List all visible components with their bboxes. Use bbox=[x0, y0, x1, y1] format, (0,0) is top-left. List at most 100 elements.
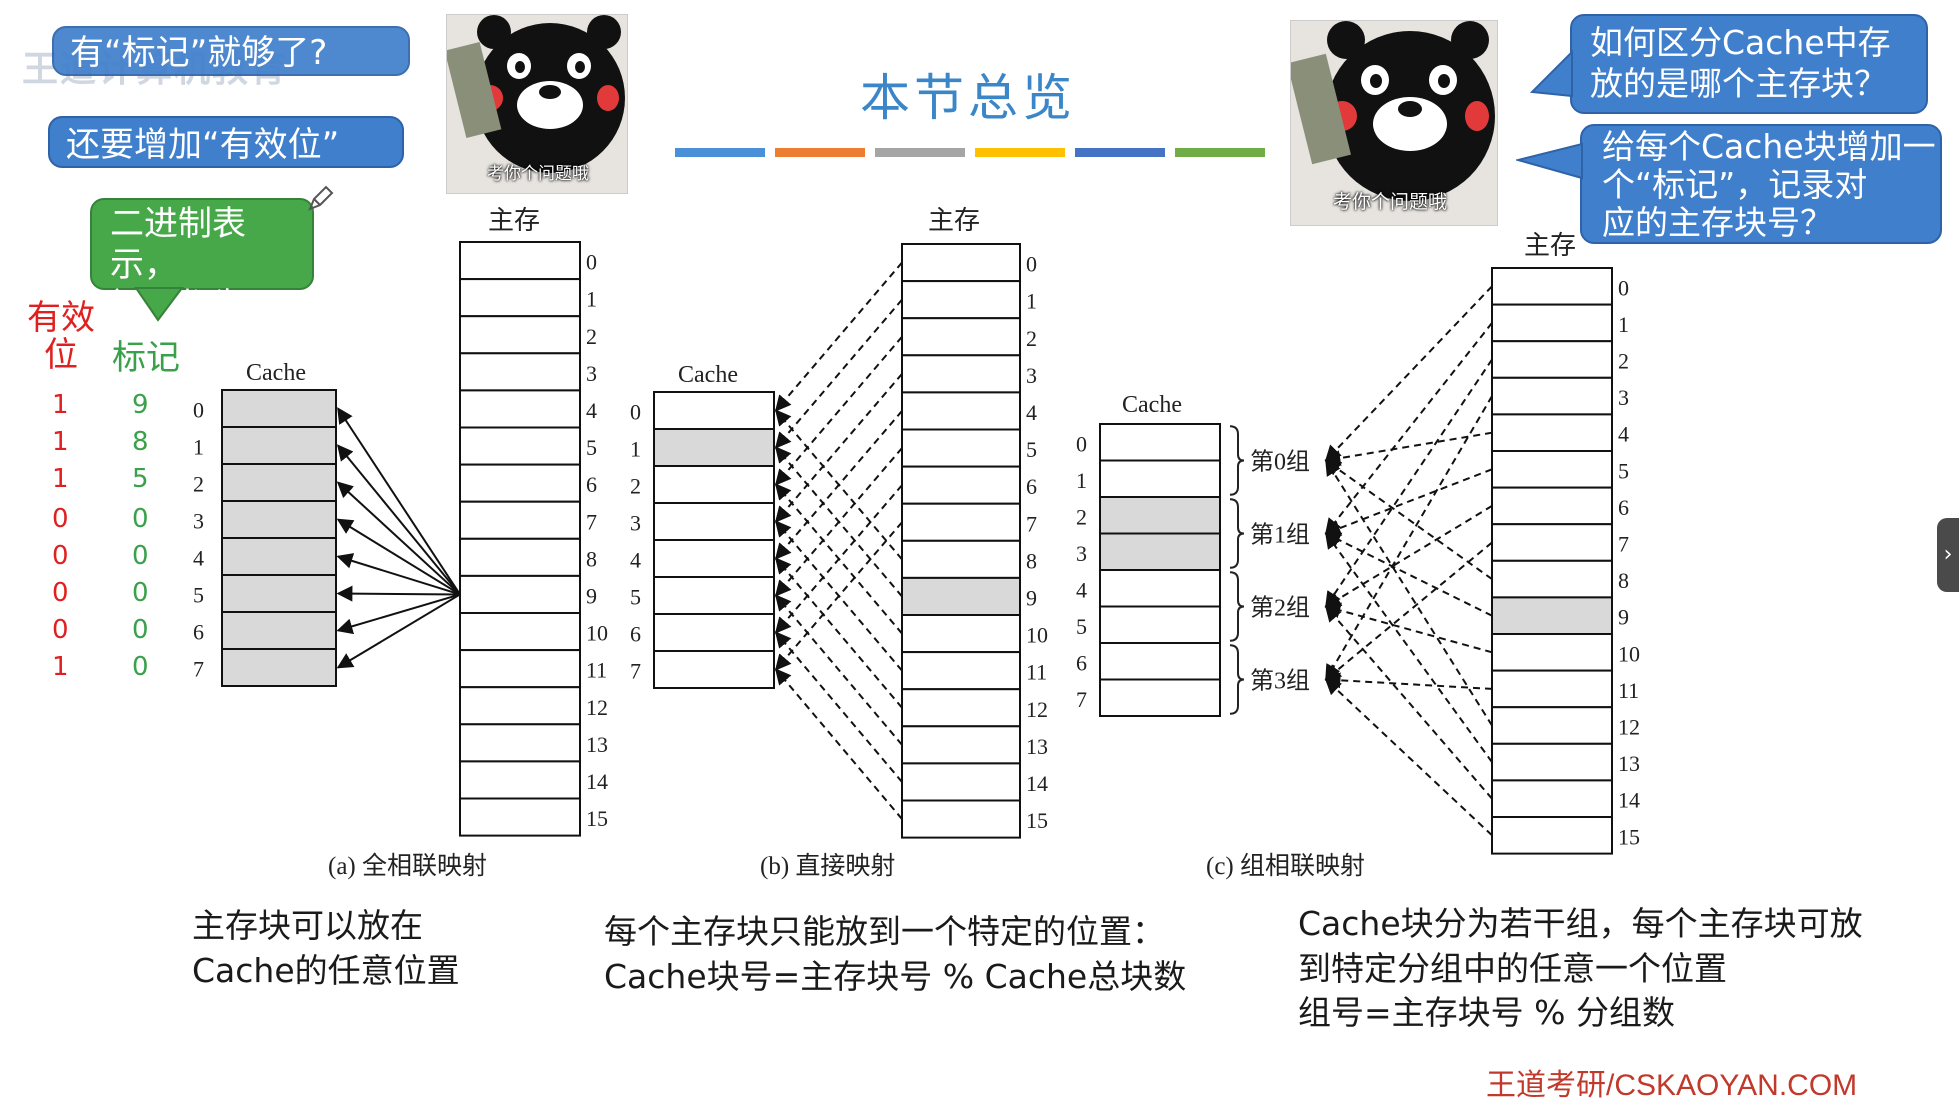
main-a-index: 0 bbox=[586, 250, 597, 275]
main-a-index: 14 bbox=[586, 769, 608, 794]
main-a-cell bbox=[459, 574, 581, 615]
cache-c-cell bbox=[1099, 569, 1221, 608]
main-c-cell bbox=[1491, 413, 1613, 452]
cache-c-index: 4 bbox=[1076, 577, 1087, 602]
main-a-index: 13 bbox=[586, 732, 608, 757]
main-a-index: 6 bbox=[586, 472, 597, 497]
tag-header: 标记 bbox=[112, 338, 180, 378]
main-c-label: 主存 bbox=[1524, 231, 1576, 260]
arrow-c bbox=[1325, 322, 1493, 535]
cache-a-cell bbox=[221, 426, 337, 465]
main-c-index: 1 bbox=[1618, 312, 1629, 337]
arrow-b bbox=[774, 668, 903, 820]
main-c-cell bbox=[1491, 669, 1613, 709]
cache-c-cell bbox=[1099, 605, 1221, 644]
cache-c-cell bbox=[1099, 678, 1221, 717]
cache-c-index: 0 bbox=[1076, 431, 1087, 456]
cache-c-index: 5 bbox=[1076, 614, 1087, 639]
cache-a-index: 4 bbox=[193, 546, 204, 571]
main-c-index: 10 bbox=[1618, 641, 1640, 666]
cache-a-index: 3 bbox=[193, 509, 204, 534]
photo-left-caption: 考你个问题哦 bbox=[487, 164, 589, 184]
group-label: 第1组 bbox=[1250, 522, 1310, 549]
arrow-b bbox=[774, 299, 903, 449]
bubble-question-line-2: 放的是哪个主存块？ bbox=[1590, 64, 1887, 104]
cache-b-index: 1 bbox=[630, 437, 641, 462]
main-b-index: 15 bbox=[1026, 808, 1048, 833]
main-a-index: 4 bbox=[586, 398, 597, 423]
main-a-cell bbox=[459, 760, 581, 800]
main-c-index: 7 bbox=[1618, 532, 1629, 557]
kumamon-photo-left: 考你个问题哦 bbox=[446, 14, 628, 194]
main-a-cell bbox=[459, 389, 581, 429]
main-a-index: 12 bbox=[586, 695, 608, 720]
arrow-c bbox=[1324, 431, 1493, 467]
stripe-segment-2 bbox=[875, 148, 965, 157]
kumamon-photo-right: 考你个问题哦 bbox=[1290, 20, 1498, 226]
main-c-cell bbox=[1491, 303, 1613, 343]
side-panel-toggle-icon[interactable]: › bbox=[1937, 518, 1959, 592]
arrow-c bbox=[1324, 541, 1493, 681]
caption-fully-associative: (a) 全相联映射 bbox=[328, 853, 487, 880]
bubble-binary-init-line-1: 二进制表示， bbox=[110, 204, 246, 285]
valid-bit-cell: 0 bbox=[52, 578, 69, 608]
arrow-b bbox=[774, 631, 903, 783]
tag-cell: 0 bbox=[132, 652, 149, 682]
main-c-cell bbox=[1491, 779, 1613, 819]
group-brace bbox=[1229, 425, 1245, 496]
cache-a-cell bbox=[221, 648, 337, 687]
cache-b-cell bbox=[653, 539, 775, 578]
main-b-cell bbox=[901, 502, 1021, 542]
main-b-cell bbox=[901, 725, 1021, 765]
arrow-a bbox=[336, 444, 461, 596]
arrow-c bbox=[1324, 468, 1493, 536]
cache-a-index: 0 bbox=[193, 398, 204, 423]
arrow-a bbox=[337, 407, 461, 595]
arrow-b bbox=[774, 373, 903, 523]
main-c-index: 15 bbox=[1618, 824, 1640, 849]
arrow-c bbox=[1324, 672, 1493, 690]
main-a-index: 11 bbox=[586, 658, 607, 683]
main-b-index: 10 bbox=[1026, 623, 1048, 648]
arrow-b bbox=[774, 261, 903, 412]
main-a-cell bbox=[459, 500, 581, 540]
main-c-index: 14 bbox=[1618, 788, 1640, 813]
cache-c-cell bbox=[1099, 459, 1221, 498]
main-b-index: 0 bbox=[1026, 252, 1037, 277]
arrow-b bbox=[774, 557, 903, 709]
main-b-cell bbox=[901, 280, 1021, 320]
main-c-index: 13 bbox=[1618, 751, 1640, 776]
main-c-cell bbox=[1491, 706, 1613, 745]
main-a-cell bbox=[459, 686, 581, 726]
main-b-index: 4 bbox=[1026, 400, 1037, 425]
main-a-cell bbox=[459, 463, 581, 503]
arrow-b bbox=[774, 336, 903, 486]
arrow-b bbox=[774, 483, 903, 635]
main-a-cell bbox=[459, 723, 581, 763]
valid-bit-header-line-2: 位 bbox=[44, 335, 78, 376]
tag-cell: 5 bbox=[132, 464, 149, 494]
cache-b-cell bbox=[653, 502, 775, 541]
tag-cell: 0 bbox=[132, 541, 149, 571]
arrow-c bbox=[1324, 505, 1493, 608]
cache-b-index: 3 bbox=[630, 511, 641, 536]
main-b-index: 13 bbox=[1026, 734, 1048, 759]
main-b-cell bbox=[901, 317, 1021, 357]
description-c-line-3: 组号=主存块号 % 分组数 bbox=[1298, 993, 1675, 1033]
main-c-index: 9 bbox=[1618, 605, 1629, 630]
cache-a-cell bbox=[221, 500, 337, 539]
bubble-tag-enough: 有“标记”就够了? bbox=[52, 26, 410, 76]
main-c-index: 0 bbox=[1618, 275, 1629, 300]
valid-bit-cell: 1 bbox=[52, 464, 69, 494]
bubble-answer: 给每个Cache块增加一 个“标记”，记录对 应的主存块号？ bbox=[1580, 124, 1942, 244]
main-b-cell bbox=[901, 465, 1021, 505]
cache-b-cell bbox=[653, 391, 775, 430]
main-c-cell bbox=[1491, 450, 1613, 489]
cache-a-index: 6 bbox=[193, 620, 204, 645]
main-b-cell bbox=[901, 576, 1021, 617]
bubble-answer-tail bbox=[1516, 142, 1583, 180]
main-c-cell bbox=[1491, 633, 1613, 672]
arrow-c bbox=[1324, 678, 1493, 837]
main-b-cell bbox=[901, 354, 1021, 394]
caption-direct-mapped: (b) 直接映射 bbox=[760, 853, 896, 880]
